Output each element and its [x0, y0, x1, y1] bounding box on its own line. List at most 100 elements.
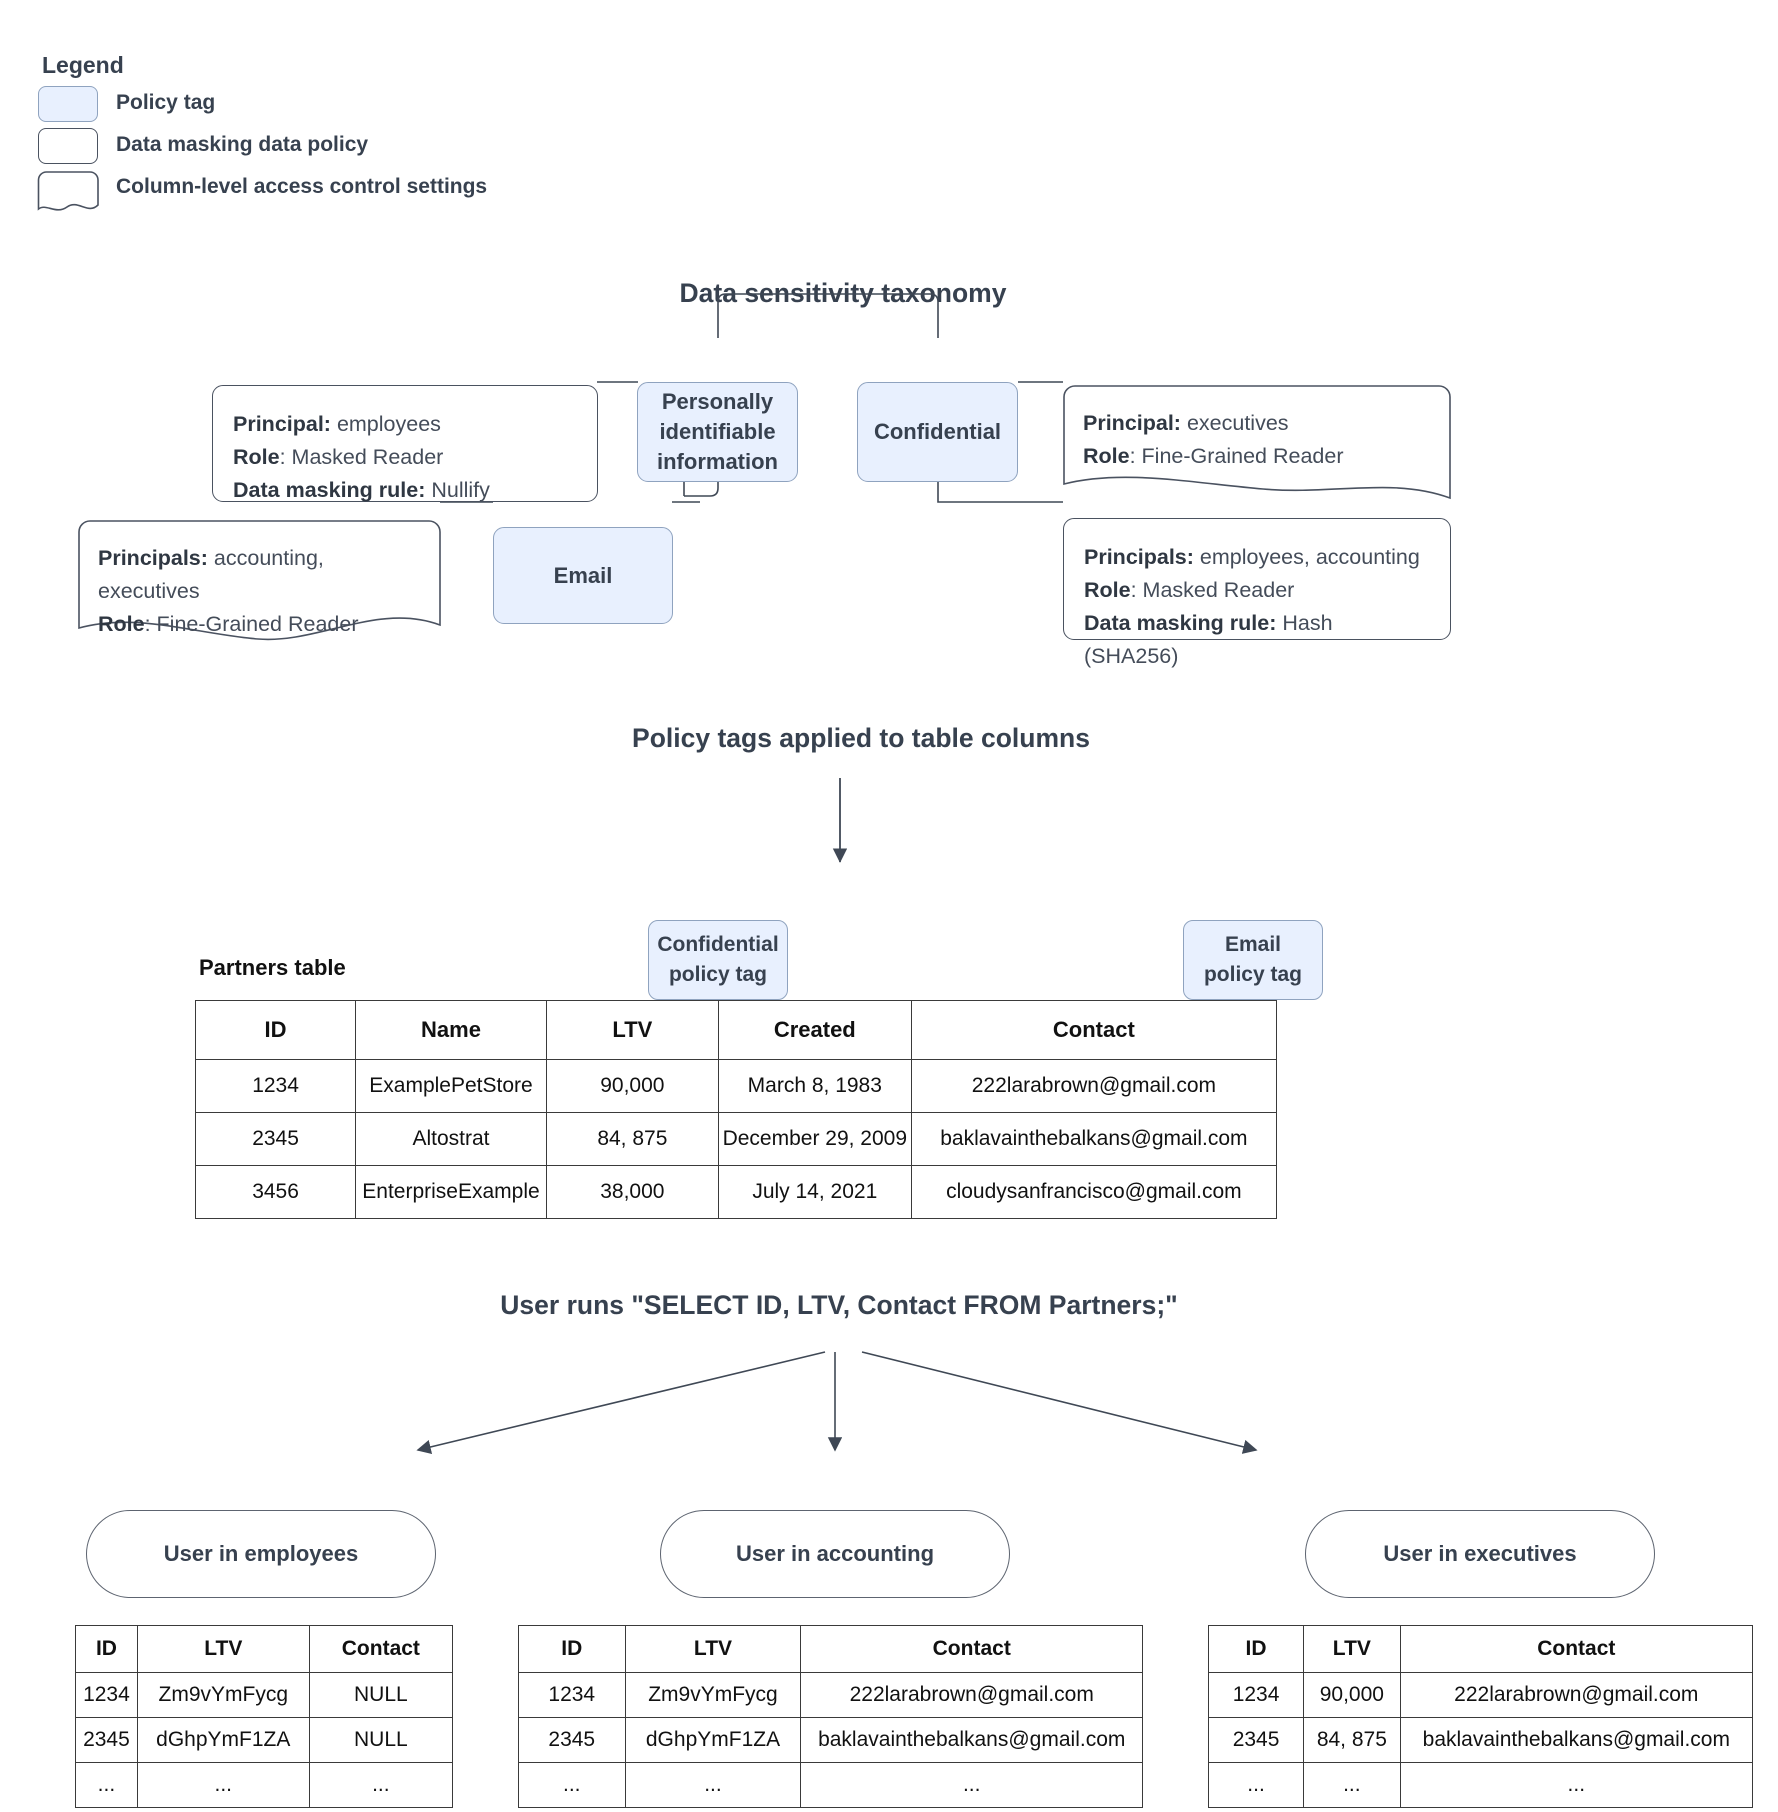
result-header-row: ID LTV Contact [75, 1625, 454, 1673]
table-row: ... ... ... [1207, 1762, 1754, 1808]
conf-principal-value: executives [1180, 411, 1289, 435]
partners-cell: baklavainthebalkans@gmail.com [910, 1112, 1278, 1166]
table-row: 1234 ExamplePetStore 90,000 March 8, 198… [194, 1059, 1278, 1113]
legend-label-policy-tag: Policy tag [116, 91, 216, 114]
taxonomy-title: Data sensitivity taxonomy [679, 278, 1007, 308]
table-row: 3456 EnterpriseExample 38,000 July 14, 2… [194, 1165, 1278, 1219]
callout-email-line1: Email [1224, 933, 1282, 956]
res0-cell: NULL [308, 1672, 454, 1718]
email-role-value: : Fine-Grained Reader [144, 612, 359, 636]
partners-cell: ExamplePetStore [355, 1059, 547, 1113]
confmask-principals-label: Principals: [1084, 545, 1194, 569]
policy-box-pii-masking: Principal: employees Role: Masked Reader… [212, 385, 598, 502]
table-row: 1234 90,000 222larabrown@gmail.com [1207, 1672, 1754, 1718]
res1-col-ltv: LTV [624, 1625, 802, 1673]
partners-cell: cloudysanfrancisco@gmail.com [910, 1165, 1278, 1219]
partners-cell: December 29, 2009 [717, 1112, 912, 1166]
res0-cell: 1234 [75, 1672, 138, 1718]
res0-col-ltv: LTV [136, 1625, 310, 1673]
result-table-employees: ID LTV Contact 1234 Zm9vYmFycg NULL 2345… [75, 1625, 454, 1808]
partners-table-header-row: ID Name LTV Created Contact [194, 1000, 1278, 1060]
callout-confidential-policy-tag[interactable]: Confidential policy tag [648, 920, 788, 1000]
confmask-rule-value: Hash (SHA256) [1084, 611, 1333, 668]
res1-cell: baklavainthebalkans@gmail.com [800, 1717, 1143, 1763]
legend-title: Legend [42, 52, 124, 78]
res2-cell: 1234 [1207, 1672, 1305, 1718]
res2-col-id: ID [1207, 1625, 1305, 1673]
res0-cell: dGhpYmF1ZA [136, 1717, 310, 1763]
conf-role-label: Role [1083, 444, 1130, 468]
res2-cell: 90,000 [1303, 1672, 1401, 1718]
result-table-executives: ID LTV Contact 1234 90,000 222larabrown@… [1207, 1625, 1754, 1808]
pii-principal-label: Principal: [233, 412, 331, 436]
table-row: 2345 Altostrat 84, 875 December 29, 2009… [194, 1112, 1278, 1166]
partners-col-ltv: LTV [545, 1000, 719, 1060]
res2-cell: baklavainthebalkans@gmail.com [1399, 1717, 1754, 1763]
email-principals-label: Principals: [98, 546, 208, 570]
persona-employees-label: User in employees [163, 1541, 359, 1566]
policy-tag-email-label: Email [553, 562, 613, 588]
legend: Legend Policy tag Data masking data poli… [37, 52, 487, 211]
policy-box-email-access: Principals: accounting, executives Role:… [78, 520, 441, 641]
result-table-accounting: ID LTV Contact 1234 Zm9vYmFycg 222larabr… [518, 1625, 1143, 1808]
legend-swatch-policy-tag [38, 86, 98, 122]
confmask-rule-label: Data masking rule: [1084, 611, 1277, 635]
persona-accounting: User in accounting [660, 1510, 1010, 1598]
query-title: User runs "SELECT ID, LTV, Contact FROM … [500, 1290, 1178, 1320]
table-row: 1234 Zm9vYmFycg NULL [75, 1672, 454, 1718]
policy-tag-confidential[interactable]: Confidential [857, 382, 1018, 482]
res0-cell: ... [308, 1762, 454, 1808]
partners-cell: 90,000 [545, 1059, 719, 1113]
partners-col-created: Created [717, 1000, 912, 1060]
applied-arrow [832, 778, 848, 863]
partners-cell: 38,000 [545, 1165, 719, 1219]
partners-cell: March 8, 1983 [717, 1059, 912, 1113]
res0-cell: Zm9vYmFycg [136, 1672, 310, 1718]
partners-table: ID Name LTV Created Contact 1234 Example… [194, 1000, 1278, 1219]
res2-cell: 2345 [1207, 1717, 1305, 1763]
pii-rule-value: Nullify [425, 478, 490, 502]
confmask-role-label: Role [1084, 578, 1131, 602]
pii-principal-value: employees [330, 412, 441, 436]
partners-cell: 3456 [194, 1165, 357, 1219]
pii-role-label: Role [233, 445, 280, 469]
partners-cell: 1234 [194, 1059, 357, 1113]
res0-cell: 2345 [75, 1717, 138, 1763]
partners-cell: 84, 875 [545, 1112, 719, 1166]
callout-email-policy-tag[interactable]: Email policy tag [1183, 920, 1323, 1000]
result-header-row: ID LTV Contact [1207, 1625, 1754, 1673]
legend-swatch-data-masking [38, 128, 98, 164]
partners-cell: 222larabrown@gmail.com [910, 1059, 1278, 1113]
res1-col-contact: Contact [800, 1625, 1143, 1673]
table-row: 2345 84, 875 baklavainthebalkans@gmail.c… [1207, 1717, 1754, 1763]
legend-label-data-masking: Data masking data policy [116, 133, 369, 156]
res1-cell: ... [518, 1762, 626, 1808]
pii-role-value: : Masked Reader [279, 445, 444, 469]
res0-cell: ... [136, 1762, 310, 1808]
res1-cell: 222larabrown@gmail.com [800, 1672, 1143, 1718]
pii-rule-label: Data masking rule: [233, 478, 426, 502]
res1-col-id: ID [518, 1625, 626, 1673]
res1-cell: ... [624, 1762, 802, 1808]
res0-cell: NULL [308, 1717, 454, 1763]
res2-cell: ... [1303, 1762, 1401, 1808]
res1-cell: dGhpYmF1ZA [624, 1717, 802, 1763]
policy-tag-pii[interactable]: Personally identifiable information [637, 382, 798, 482]
policy-box-confidential-masking: Principals: employees, accounting Role: … [1063, 518, 1451, 668]
res2-col-contact: Contact [1399, 1625, 1754, 1673]
res0-col-id: ID [75, 1625, 138, 1673]
res2-cell: 222larabrown@gmail.com [1399, 1672, 1754, 1718]
policy-tag-email[interactable]: Email [493, 527, 673, 624]
callout-email-line2: policy tag [1203, 963, 1303, 986]
query-arrows [416, 1351, 1258, 1455]
persona-executives: User in executives [1305, 1510, 1655, 1598]
confmask-principals-value: employees, accounting [1193, 545, 1420, 569]
table-row: 2345 dGhpYmF1ZA NULL [75, 1717, 454, 1763]
res1-cell: 2345 [518, 1717, 626, 1763]
legend-label-column-access: Column-level access control settings [116, 175, 488, 198]
confmask-role-value: : Masked Reader [1130, 578, 1295, 602]
conf-role-value: : Fine-Grained Reader [1129, 444, 1344, 468]
partners-col-id: ID [194, 1000, 357, 1060]
persona-accounting-label: User in accounting [735, 1541, 935, 1566]
persona-executives-label: User in executives [1383, 1541, 1577, 1566]
